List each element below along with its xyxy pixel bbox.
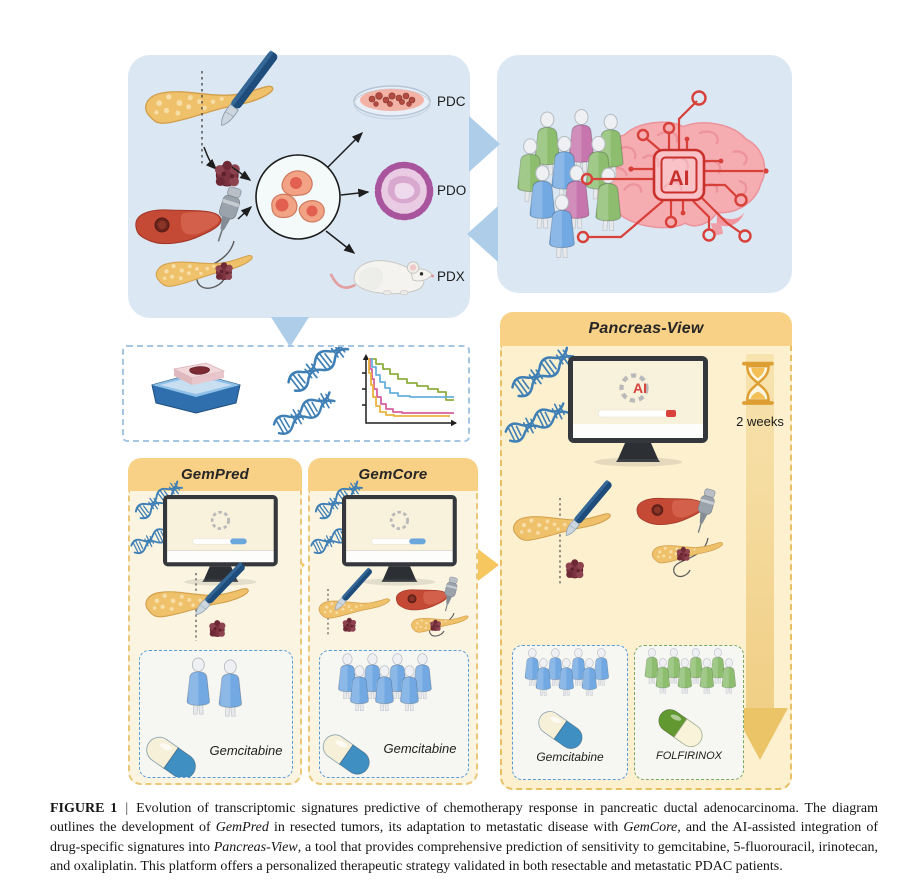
patient-group-green	[644, 648, 737, 694]
panel-tumor-models: PDC PDO PDX	[128, 49, 470, 318]
dna-icon	[270, 347, 352, 438]
figure-caption-segments: Evolution of transcriptomic signatures p…	[50, 801, 878, 874]
monitor-loading-icon	[163, 495, 278, 586]
ai-chip-label: AI	[669, 167, 690, 190]
pdo-label: PDO	[437, 183, 466, 198]
pv-gemcitabine-label: Gemcitabine	[536, 750, 604, 764]
ai-circuit: AI	[576, 90, 769, 244]
gemcore-drug-label: Gemcitabine	[383, 741, 457, 756]
pv-folfirinox-box: FOLFIRINOX	[634, 645, 744, 780]
figure-caption-separator: |	[125, 801, 129, 816]
biopsy-wire	[196, 240, 235, 289]
gempred-body: Gemcitabine	[128, 477, 302, 785]
dna-icon	[502, 343, 577, 446]
gempred-header: GemPred	[128, 458, 302, 491]
pdx-label: PDX	[437, 269, 465, 284]
gemcore-body: Gemcitabine	[308, 477, 478, 785]
pill-icon	[320, 729, 375, 777]
timeline-arrow-icon	[732, 354, 788, 760]
panel-gempred: GemPred	[128, 458, 302, 785]
tumor-icon	[565, 558, 585, 579]
pancreas-view-title: Pancreas-View	[588, 320, 704, 337]
tumor-icon	[342, 617, 357, 633]
pancreas-view-header: Pancreas-View	[500, 312, 792, 346]
gempred-drug-label: Gemcitabine	[209, 743, 283, 758]
pancreas-icon	[512, 512, 612, 542]
patient-group-blue	[186, 657, 243, 717]
tumor-icon	[214, 160, 241, 187]
tumor-cells-icon	[255, 154, 341, 240]
organoid-icon	[374, 161, 434, 221]
people-crowd	[517, 108, 624, 259]
figure-caption-label: FIGURE 1	[50, 801, 118, 816]
liver-icon	[636, 497, 704, 525]
gemcore-title: GemCore	[358, 466, 428, 483]
figure-caption: FIGURE 1 |Evolution of transcriptomic sig…	[50, 799, 878, 876]
gempred-cohort-box: Gemcitabine	[139, 650, 293, 778]
petri-dish-icon	[353, 85, 431, 120]
ffpe-block-icon	[151, 362, 241, 414]
pancreas-view-body: AI 2 weeks	[500, 343, 792, 790]
pill-icon	[141, 731, 201, 777]
pancreas-icon	[144, 84, 276, 126]
arrow-right-icon	[469, 116, 500, 172]
panel-gemcore: GemCore	[308, 458, 478, 785]
turnaround-label: 2 weeks	[736, 414, 784, 429]
hourglass-icon	[742, 361, 774, 405]
gempred-title: GemPred	[180, 466, 250, 483]
liver-icon	[135, 209, 222, 245]
patient-group-blue	[338, 653, 432, 712]
gemcore-cohort-box: Gemcitabine	[319, 650, 469, 778]
monitor-loading-icon	[342, 495, 457, 586]
pill-icon	[653, 704, 707, 752]
tumor-icon	[208, 619, 226, 638]
panel-pancreas-view: Pancreas-View AI	[500, 312, 792, 790]
mouse-icon	[329, 260, 434, 296]
signature-pipeline-box	[122, 345, 470, 442]
pill-icon	[533, 706, 587, 754]
pancreas-metastasis-icon	[154, 253, 255, 289]
survival-curves-icon	[362, 354, 457, 427]
pdc-label: PDC	[437, 94, 466, 109]
pancreas-icon	[318, 597, 391, 620]
pv-folfirinox-label: FOLFIRINOX	[655, 750, 722, 762]
scalpel-icon	[561, 479, 614, 539]
gemcore-header: GemCore	[308, 458, 478, 491]
monitor-ai-label: AI	[633, 380, 647, 396]
pv-gemcitabine-box: Gemcitabine	[512, 645, 628, 780]
arrow-left-icon	[467, 206, 498, 262]
panel-ai-cohort: AI	[497, 55, 792, 293]
patient-group-blue	[524, 648, 610, 696]
liver-icon	[395, 589, 448, 611]
arrow-down-icon	[271, 317, 309, 347]
monitor-ai-icon: AI	[568, 356, 708, 467]
